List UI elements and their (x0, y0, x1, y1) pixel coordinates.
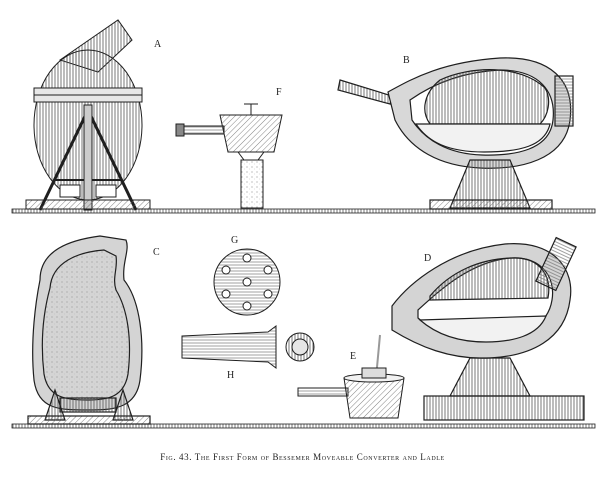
label-e: E (350, 351, 357, 362)
label-f: F (276, 87, 282, 98)
ground-line-bottom (11, 423, 596, 429)
converter-a-exterior (25, 19, 151, 211)
converter-c-section (27, 235, 151, 425)
converter-b-section (337, 57, 574, 210)
figure-caption: Fig. 43. The First Form of Bessemer Move… (160, 452, 445, 462)
tuyere-pipe-h (181, 325, 315, 369)
label-c: C (153, 247, 160, 258)
label-a: A (154, 39, 162, 50)
label-h: H (227, 370, 235, 381)
converter-d-pouring (375, 236, 585, 421)
ground-line-top (11, 208, 596, 214)
label-g: G (231, 235, 239, 246)
ladle-e (297, 367, 405, 419)
label-d: D (424, 253, 432, 264)
tuyere-plate-g (213, 248, 281, 316)
ladle-f-on-pillar (175, 103, 283, 209)
label-b: B (403, 55, 410, 66)
